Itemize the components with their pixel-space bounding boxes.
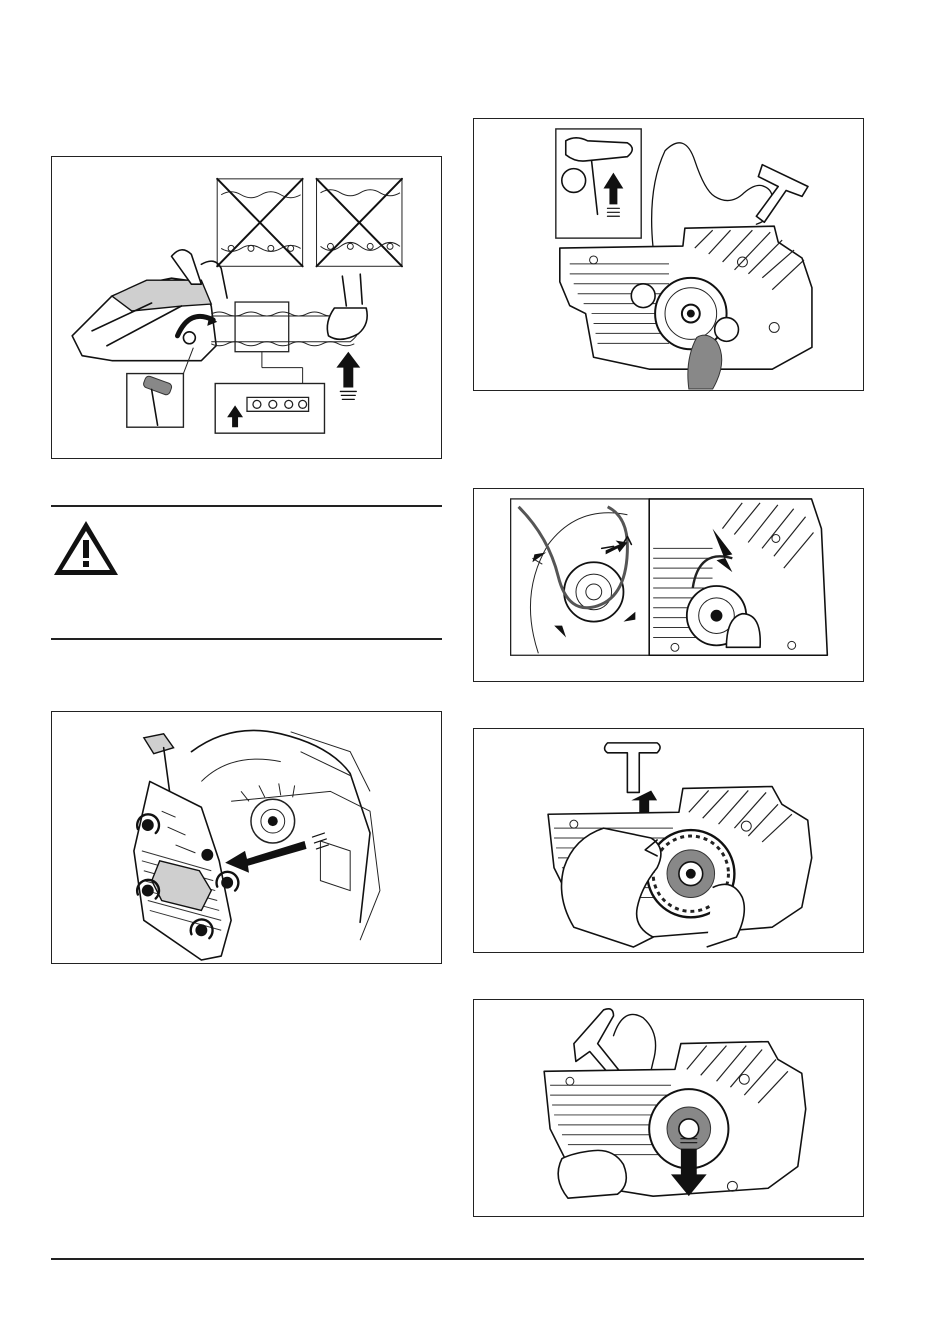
starter-cover-illustration — [52, 712, 441, 963]
spring-inner-view — [511, 499, 650, 655]
starter-housing — [560, 226, 812, 369]
warning-block — [51, 512, 442, 632]
incorrect-chain-box-1 — [217, 179, 302, 266]
starter-rope-illustration — [474, 119, 863, 390]
warning-triangle-icon — [51, 518, 121, 578]
figure-starter-cover-removal — [51, 711, 442, 964]
chain-detail-box — [215, 352, 324, 433]
warning-top-rule — [51, 505, 442, 507]
spring-outer-view — [649, 499, 827, 655]
pulley-wind-illustration — [474, 729, 863, 952]
rope-fit-illustration — [474, 1000, 863, 1216]
figure-chain-tension — [51, 156, 442, 459]
up-arrow-icon — [336, 352, 360, 400]
figure-starter-rope-fit — [473, 999, 864, 1217]
remove-direction-arrow-icon — [225, 833, 328, 873]
gloved-hand — [327, 274, 367, 339]
figure-starter-rope-pull — [473, 118, 864, 391]
inset-hand-box — [556, 129, 641, 238]
starter-cover — [134, 781, 231, 960]
page-bottom-rule — [51, 1258, 864, 1260]
chainsaw — [72, 250, 227, 361]
incorrect-chain-box-2 — [317, 179, 402, 266]
warning-bottom-rule — [51, 638, 442, 640]
figure-starter-spring-release — [473, 488, 864, 682]
figure-starter-pulley-wind — [473, 728, 864, 953]
spring-release-illustration — [474, 489, 863, 681]
chain-tension-illustration — [52, 157, 441, 458]
